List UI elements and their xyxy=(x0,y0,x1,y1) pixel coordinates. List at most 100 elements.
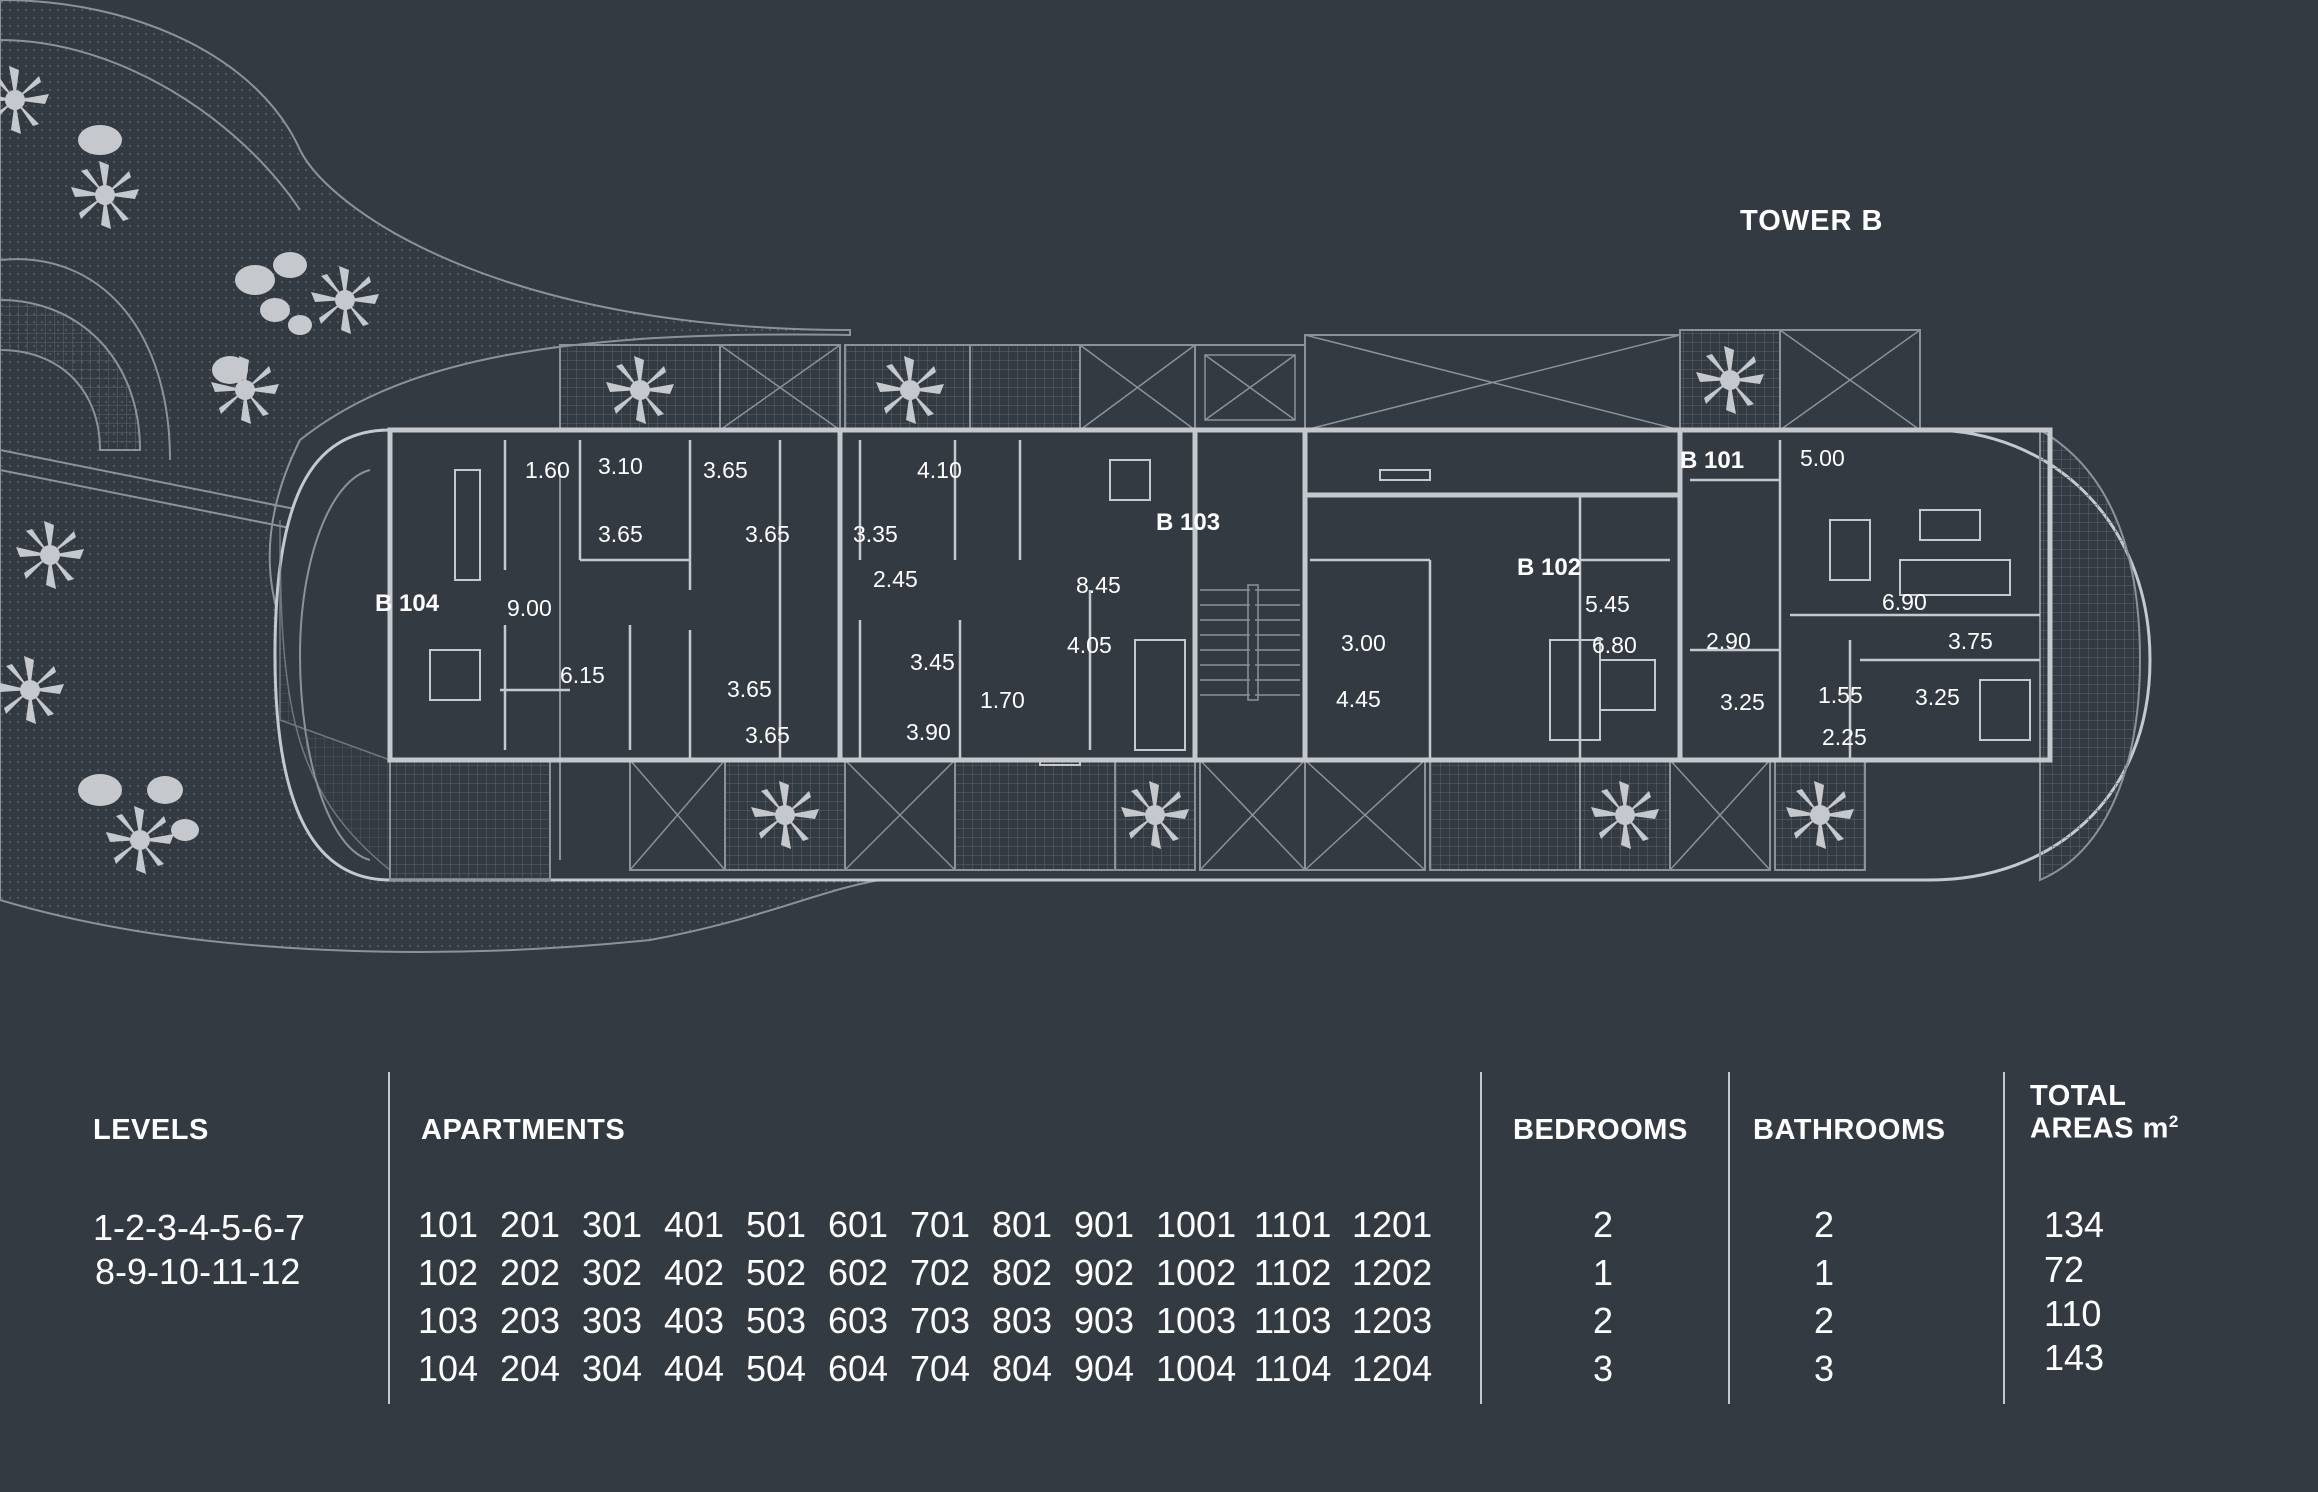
dimension-label: 3.75 xyxy=(1948,628,1993,654)
apartment-number: 404 xyxy=(664,1348,725,1389)
palm-tree-icon xyxy=(751,781,819,849)
apartment-number: 401 xyxy=(664,1204,725,1245)
dimension-label: 1.60 xyxy=(525,457,570,483)
levels-value: 8-9-10-11-12 xyxy=(95,1251,301,1292)
apartments-header: APARTMENTS xyxy=(421,1114,626,1146)
total-areas-header: TOTAL AREAS m2 xyxy=(2030,1080,2179,1146)
bathrooms-value: 3 xyxy=(1813,1348,1835,1389)
dimension-label: 3.25 xyxy=(1915,684,1960,710)
apartment-number: 701 xyxy=(910,1204,971,1245)
dimension-label: 5.45 xyxy=(1585,591,1630,617)
dimension-label: 4.10 xyxy=(917,457,962,483)
apartment-number: 203 xyxy=(500,1300,561,1341)
dimension-label: 3.65 xyxy=(703,457,748,483)
apartment-number: 602 xyxy=(828,1252,889,1293)
palm-tree-icon xyxy=(71,161,139,229)
bathrooms-value: 2 xyxy=(1813,1300,1835,1341)
garden-landscape xyxy=(0,0,881,953)
apartment-number: 303 xyxy=(582,1300,643,1341)
apartment-number: 604 xyxy=(828,1348,889,1389)
palm-tree-icon xyxy=(606,356,674,424)
apartment-number: 301 xyxy=(582,1204,643,1245)
apartment-number: 403 xyxy=(664,1300,725,1341)
apartment-number: 102 xyxy=(418,1252,479,1293)
apartment-number: 402 xyxy=(664,1252,725,1293)
apartment-number: 702 xyxy=(910,1252,971,1293)
apartment-number: 1003 xyxy=(1156,1300,1237,1341)
apartment-number: 1004 xyxy=(1156,1348,1237,1389)
apartment-number: 801 xyxy=(992,1204,1053,1245)
dimension-label: 3.35 xyxy=(853,521,898,547)
apartment-label: B 104 xyxy=(375,590,440,617)
apartment-number: 503 xyxy=(746,1300,807,1341)
dimension-label: 1.70 xyxy=(980,687,1025,713)
bedrooms-value: 3 xyxy=(1592,1348,1614,1389)
total-header-sup: 2 xyxy=(2168,1112,2179,1132)
apartment-number: 1103 xyxy=(1254,1300,1332,1341)
dimension-label: 6.90 xyxy=(1882,589,1927,615)
dimension-label: 2.45 xyxy=(873,566,918,592)
tower-title: TOWER B xyxy=(1740,205,1884,237)
levels-value: 1-2-3-4-5-6-7 xyxy=(93,1207,306,1248)
total-area-value: 134 xyxy=(2044,1204,2105,1245)
apartment-number: 601 xyxy=(828,1204,889,1245)
bathrooms-value: 2 xyxy=(1813,1204,1835,1245)
apartment-number: 1001 xyxy=(1156,1204,1237,1245)
bathrooms-header: BATHROOMS xyxy=(1753,1114,1946,1146)
bathrooms-value: 1 xyxy=(1813,1252,1835,1293)
apartment-number: 704 xyxy=(910,1348,971,1389)
apartments-row: 101 201 301 401 501 601 701 801 901 1001 1101 1201 xyxy=(418,1201,1434,1249)
palm-tree-icon xyxy=(311,266,379,334)
total-area-value: 143 xyxy=(2044,1337,2105,1378)
apartment-number: 804 xyxy=(992,1348,1053,1389)
apartment-number: 504 xyxy=(746,1348,807,1389)
total-header-line2: AREAS m xyxy=(2030,1113,2169,1146)
dimension-label: 3.10 xyxy=(598,453,643,479)
apartment-number: 201 xyxy=(500,1204,561,1245)
apartment-number: 302 xyxy=(582,1252,643,1293)
apartment-number: 1204 xyxy=(1352,1348,1433,1389)
total-area-value: 110 xyxy=(2044,1293,2102,1334)
apartment-number: 104 xyxy=(418,1348,479,1389)
bedrooms-value: 1 xyxy=(1592,1252,1614,1293)
column-divider xyxy=(1728,1072,1730,1404)
apartment-number: 901 xyxy=(1074,1204,1135,1245)
dimension-label: 2.90 xyxy=(1706,628,1751,654)
apartment-number: 502 xyxy=(746,1252,807,1293)
dimension-label: 8.45 xyxy=(1076,572,1121,598)
apartment-number: 802 xyxy=(992,1252,1053,1293)
apartment-number: 1102 xyxy=(1254,1252,1332,1293)
bedrooms-header: BEDROOMS xyxy=(1513,1114,1688,1146)
bedrooms-value: 2 xyxy=(1592,1204,1614,1245)
apartment-number: 902 xyxy=(1074,1252,1135,1293)
dimension-label: 3.65 xyxy=(727,676,772,702)
column-divider xyxy=(2003,1072,2005,1404)
floor-plan: B 101 B 102 B 103 B 104 1.60 3.10 3.65 3… xyxy=(0,0,2152,953)
apartment-number: 1101 xyxy=(1254,1204,1332,1245)
apartment-number: 904 xyxy=(1074,1348,1135,1389)
apartment-number: 202 xyxy=(500,1252,561,1293)
dimension-label: 6.15 xyxy=(560,662,605,688)
dimension-label: 2.25 xyxy=(1822,724,1867,750)
apartment-number: 103 xyxy=(418,1300,479,1341)
dimension-label: 3.00 xyxy=(1341,630,1386,656)
building-outline xyxy=(273,428,2152,882)
total-header-line1: TOTAL xyxy=(2030,1080,2127,1112)
dimension-label: 4.45 xyxy=(1336,686,1381,712)
dimension-label: 3.65 xyxy=(745,722,790,748)
total-area-value: 72 xyxy=(2044,1249,2085,1290)
apartment-number: 1201 xyxy=(1352,1204,1433,1245)
dimension-label: 3.65 xyxy=(598,521,643,547)
apartment-number: 1202 xyxy=(1352,1252,1433,1293)
dimension-label: 6.80 xyxy=(1592,632,1637,658)
apartment-number: 101 xyxy=(418,1204,479,1245)
dimension-label: 4.05 xyxy=(1067,632,1112,658)
dimension-label: 3.25 xyxy=(1720,689,1765,715)
column-divider xyxy=(388,1072,390,1404)
apartment-number: 501 xyxy=(746,1204,807,1245)
dimension-label: 1.55 xyxy=(1818,682,1863,708)
levels-header: LEVELS xyxy=(93,1114,209,1146)
stair-core xyxy=(1200,584,1300,701)
apartment-label: B 102 xyxy=(1517,554,1581,581)
